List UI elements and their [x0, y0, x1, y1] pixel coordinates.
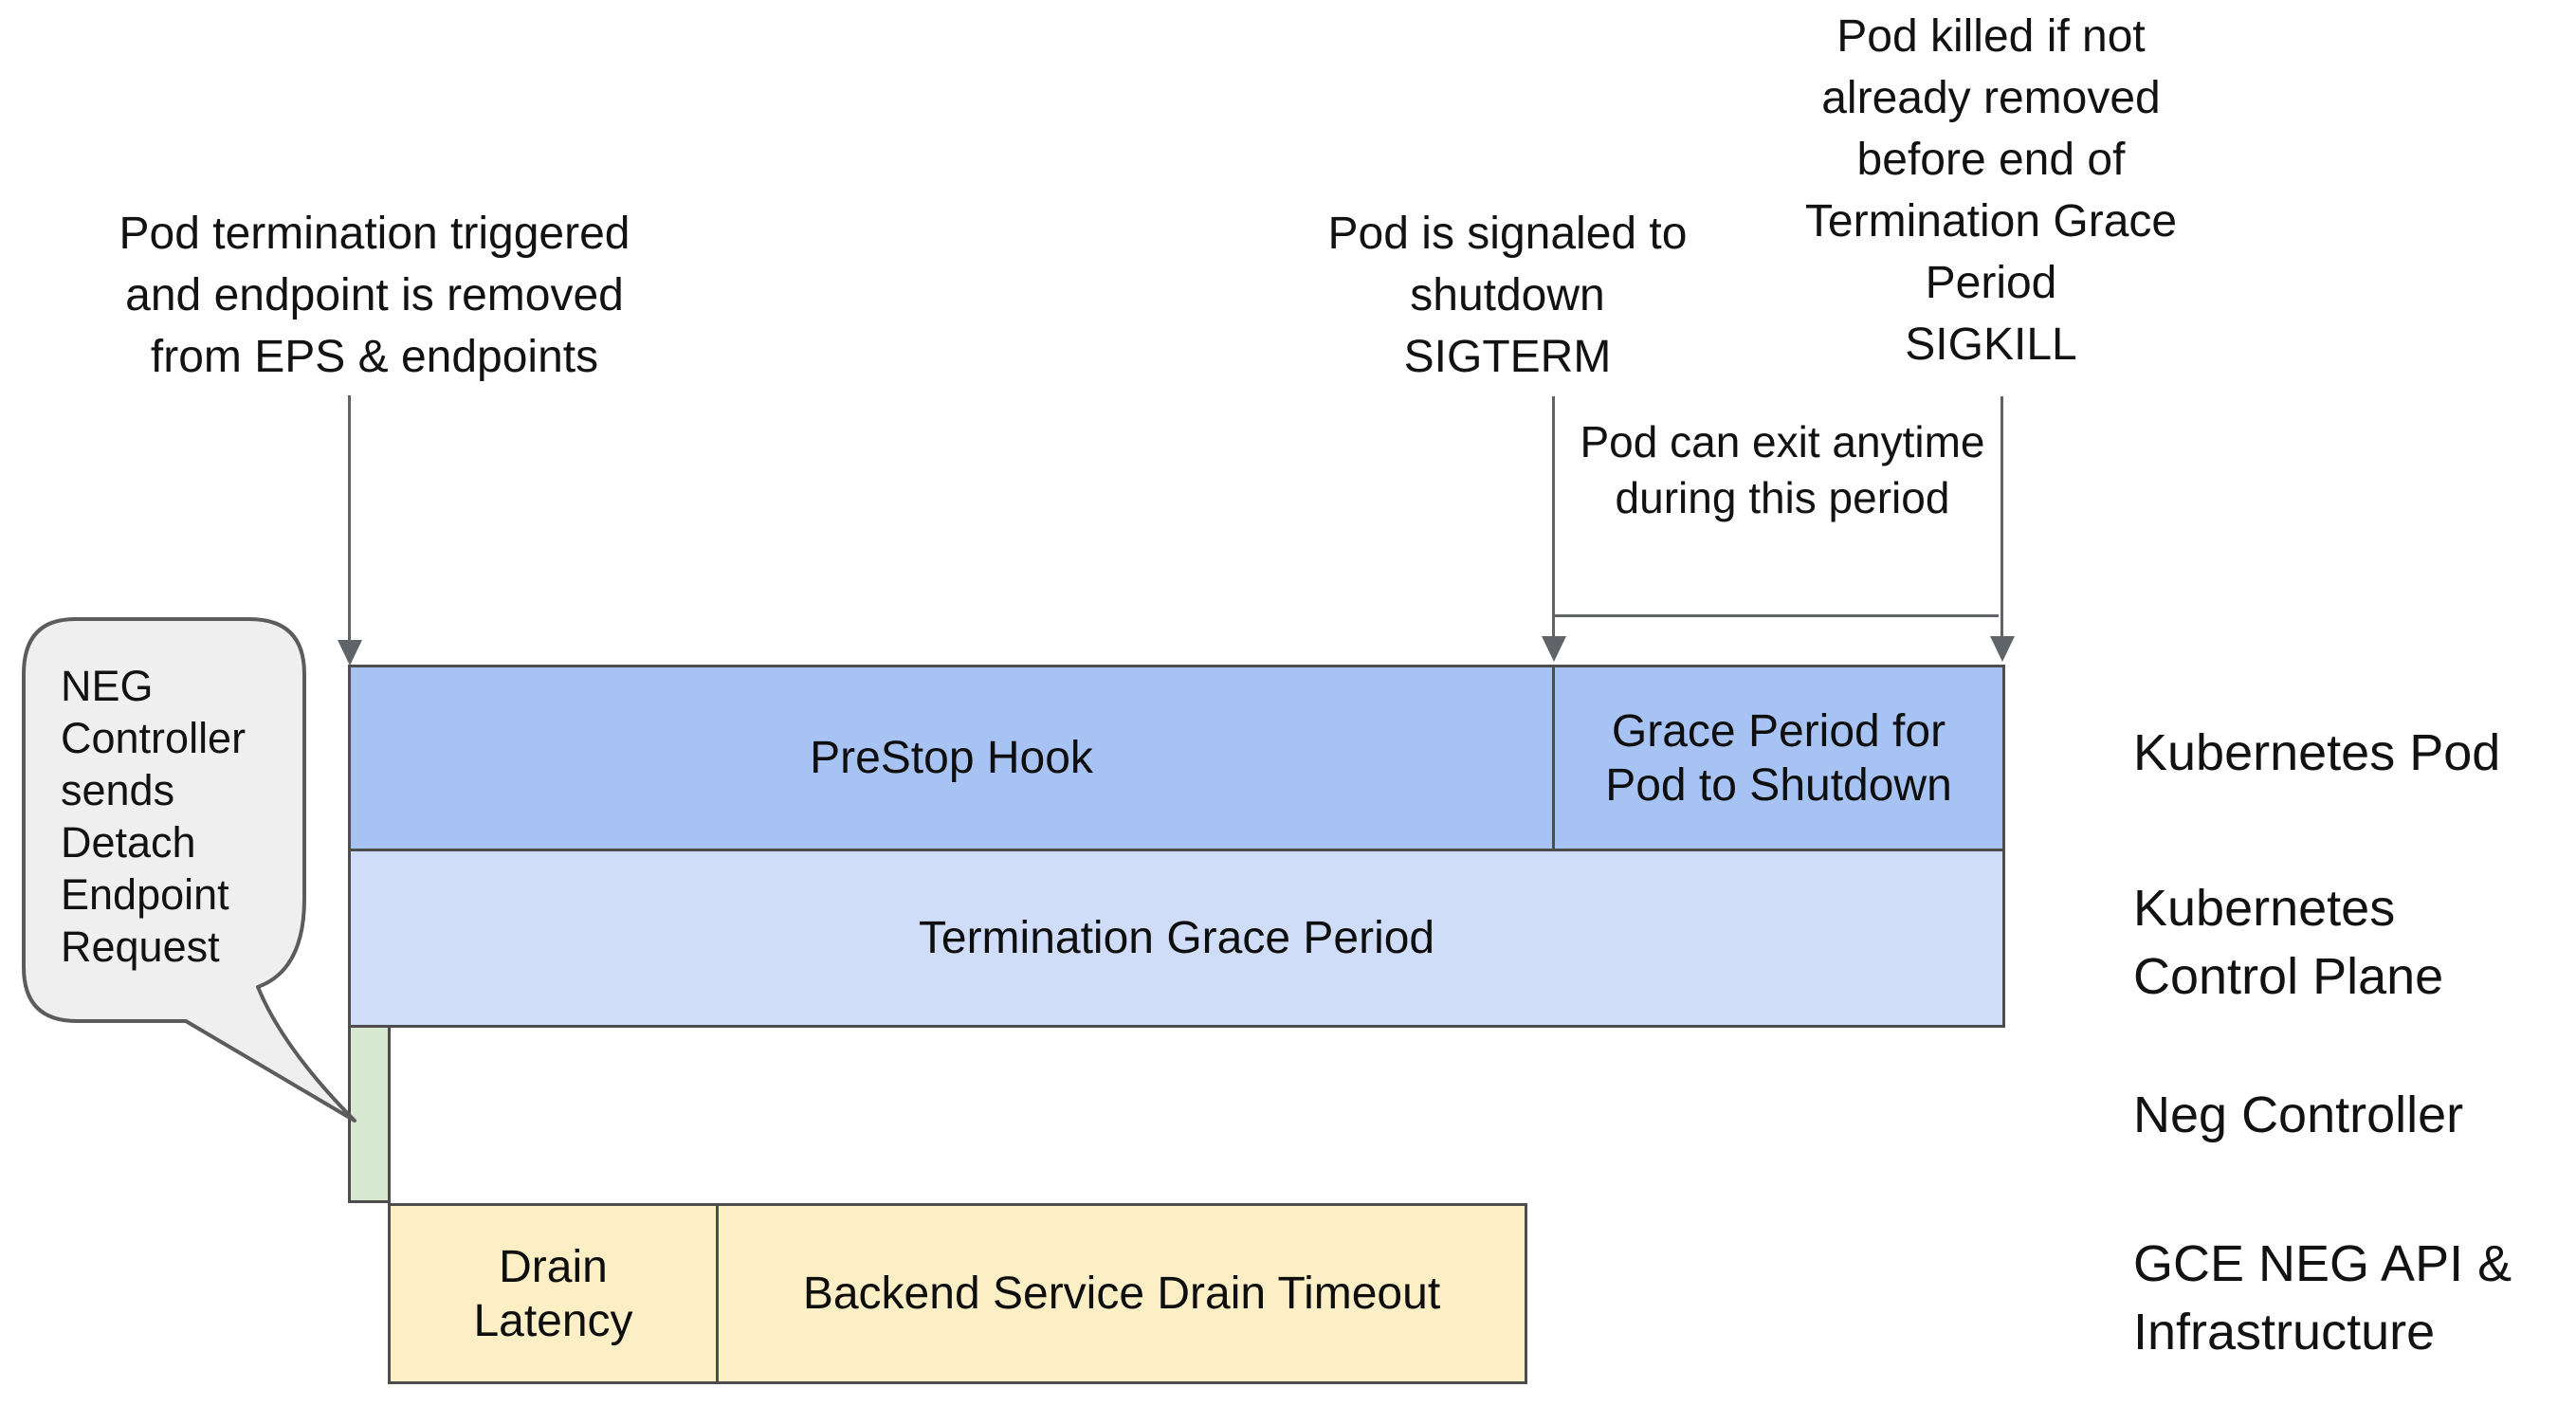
annotation-pod-termination: Pod termination triggered and endpoint i…	[119, 209, 630, 382]
period-connector-line	[1555, 614, 1999, 617]
arrow-line-sigterm	[1552, 396, 1555, 637]
lane-label-neg-controller: Neg Controller	[2133, 1086, 2464, 1143]
bar-prestop-hook-label: PreStop Hook	[810, 733, 1093, 783]
lane-label-kubernetes-pod: Kubernetes Pod	[2133, 724, 2501, 781]
lane-label-kubernetes-control-plane: Kubernetes Control Plane	[2133, 880, 2444, 1005]
arrow-line-pod-termination	[348, 395, 351, 641]
down-arrow-icon	[338, 640, 362, 666]
speech-bubble-text: NEG Controller sends Detach Endpoint Req…	[61, 662, 247, 971]
bar-drain-latency: Drain Latency	[388, 1203, 719, 1384]
arrow-line-sigkill	[2001, 396, 2003, 637]
down-arrow-icon	[1990, 636, 2015, 662]
speech-bubble-shape	[22, 617, 356, 1123]
bar-termination-grace-period-label: Termination Grace Period	[918, 913, 1435, 963]
bar-drain-latency-label: Drain Latency	[473, 1241, 633, 1346]
bar-grace-period-label: Grace Period for Pod to Shutdown	[1605, 705, 1952, 811]
down-arrow-icon	[1542, 636, 1566, 662]
bar-grace-period: Grace Period for Pod to Shutdown	[1552, 665, 2005, 851]
speech-bubble	[22, 617, 356, 1123]
bar-backend-drain-timeout-label: Backend Service Drain Timeout	[802, 1269, 1441, 1319]
annotation-sigterm: Pod is signaled to shutdown SIGTERM	[1327, 209, 1688, 382]
bar-neg-detach	[348, 1025, 391, 1203]
lane-label-gce-neg-api: GCE NEG API & Infrastructure	[2133, 1235, 2512, 1360]
annotation-sigkill: Pod killed if not already removed before…	[1804, 11, 2178, 370]
bar-termination-grace-period: Termination Grace Period	[348, 849, 2005, 1028]
bar-prestop-hook: PreStop Hook	[348, 665, 1555, 851]
annotation-exit-anytime: Pod can exit anytime during this period	[1580, 417, 1985, 522]
bar-backend-drain-timeout: Backend Service Drain Timeout	[716, 1203, 1527, 1384]
